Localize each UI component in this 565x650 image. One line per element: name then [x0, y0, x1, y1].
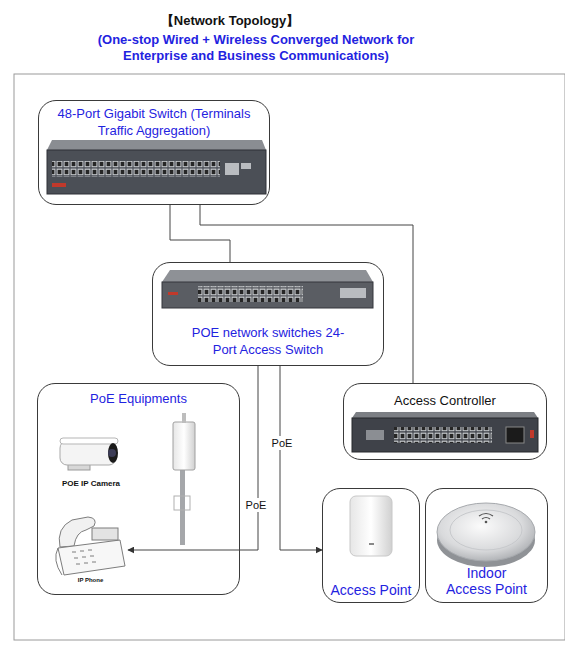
poe-switch-image	[162, 270, 373, 308]
node-label: PoE Equipments	[49, 391, 229, 407]
controller-box: Access Controller	[343, 383, 547, 460]
network-link	[170, 205, 230, 262]
node-label: Access Controller	[355, 393, 535, 409]
device-item: IP Phone	[53, 511, 128, 586]
outer-frame	[14, 74, 565, 640]
network-link	[128, 366, 258, 550]
access-point-image	[350, 496, 392, 556]
subtitle-text: (One-stop Wired + Wireless Converged Net…	[70, 32, 442, 64]
ip-camera-image	[60, 438, 118, 470]
network-link	[280, 366, 322, 550]
gigabit-switch-image	[47, 140, 266, 194]
link-label: PoE	[242, 498, 270, 512]
group-box: PoE EquipmentsPOE IP Camera IP Phone	[37, 383, 240, 595]
node-label: IP Phone	[61, 576, 121, 584]
access-controller-image	[352, 412, 538, 452]
node-label: Access Point	[323, 582, 419, 598]
ip-phone-image	[56, 517, 125, 575]
indoor-ap-image	[437, 503, 535, 567]
link-label: PoE	[268, 436, 296, 450]
node-label: 48-Port Gigabit Switch (Terminals Traffi…	[54, 105, 254, 139]
node-label: POE IP Camera	[56, 479, 126, 489]
device-box: Indoor Access Point	[425, 488, 548, 603]
switch-box: POE network switches 24-Port Access Swit…	[152, 262, 384, 366]
network-link	[200, 205, 413, 383]
node-label: Indoor Access Point	[444, 565, 530, 597]
outdoor-ap-image	[173, 413, 195, 545]
device-item: POE IP Camera	[56, 431, 126, 491]
node-label: POE network switches 24-Port Access Swit…	[183, 324, 353, 358]
diagram-title: 【Network Topology】	[120, 13, 340, 29]
switch-box: 48-Port Gigabit Switch (Terminals Traffi…	[38, 100, 270, 205]
device-box: Access Point	[322, 488, 420, 603]
